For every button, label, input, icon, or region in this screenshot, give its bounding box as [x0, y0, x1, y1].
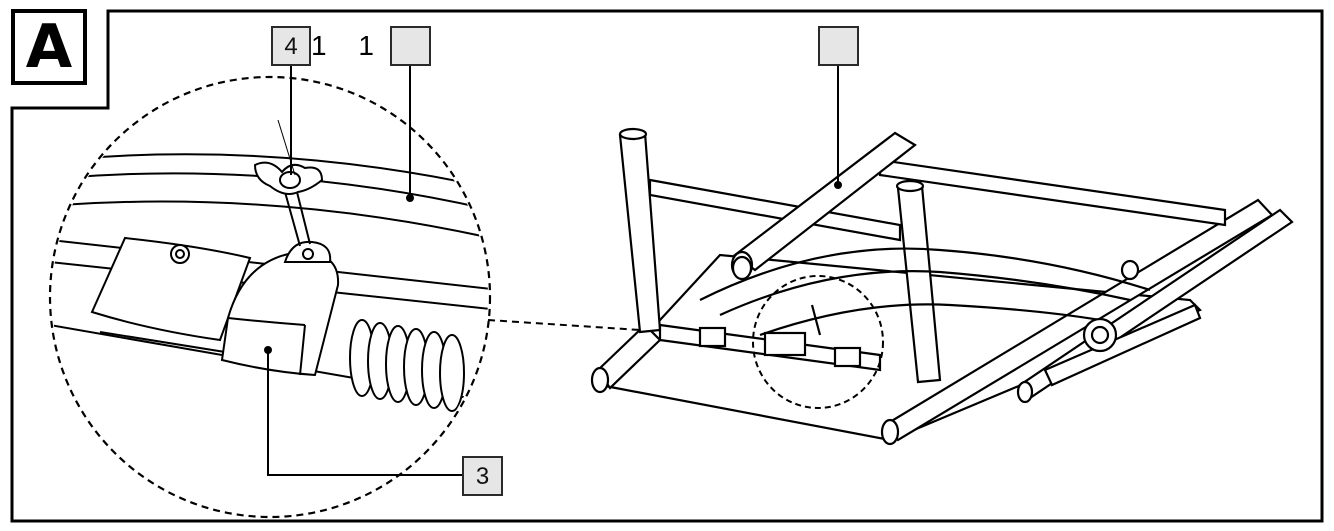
bolt-axis	[277, 119, 296, 176]
bolt-hole-inner	[175, 249, 185, 259]
clamp-plate-edge	[99, 331, 226, 353]
spring-coils	[349, 319, 465, 412]
sleeve-body	[220, 250, 340, 377]
callout-frame-bar	[818, 26, 859, 66]
leader-dot	[264, 346, 272, 354]
frame-assembly	[590, 127, 1294, 446]
leg-cap	[618, 127, 648, 141]
foot	[731, 255, 753, 281]
leader-lines	[264, 63, 842, 476]
leader-dot	[406, 194, 414, 202]
detail-circle	[48, 75, 492, 519]
figure-border	[10, 9, 1324, 523]
inner-curve	[699, 247, 1151, 301]
stray-text: 1 1	[311, 30, 386, 61]
inner-curve	[759, 303, 1101, 337]
bolt-head-inner	[1090, 325, 1110, 345]
rear-bracket	[1043, 303, 1202, 387]
detail-view	[48, 75, 641, 519]
section-letter: A	[11, 9, 87, 85]
upper-tube-edge	[59, 153, 488, 191]
callout-3: 3	[462, 456, 503, 496]
detail-region-marker	[752, 275, 884, 409]
detail-leader	[487, 319, 641, 331]
ear-hole	[302, 248, 314, 260]
front-leg	[618, 131, 662, 334]
bolt-hole	[170, 244, 190, 264]
leader-dot	[834, 181, 842, 189]
clamp-wing	[810, 304, 822, 336]
sleeve-front	[227, 317, 306, 326]
tube-end	[880, 418, 900, 446]
sleeve-ear	[283, 240, 332, 263]
top-rear-bar	[878, 158, 1227, 227]
clamp-plate	[90, 236, 252, 342]
bolt-shaft	[284, 187, 311, 247]
leg-cap	[895, 179, 925, 193]
sleeve-front	[299, 324, 306, 376]
spring-fitting	[698, 326, 727, 348]
inner-curve	[719, 270, 1131, 317]
tube-end	[590, 366, 610, 394]
callout-4: 4	[271, 26, 311, 66]
leader-3	[267, 350, 463, 476]
callout-detail-tube	[390, 26, 431, 66]
tube-end	[1016, 380, 1034, 404]
clamp-block	[763, 331, 807, 357]
spring-fitting	[833, 346, 862, 368]
upper-tube-edge	[59, 200, 488, 241]
foot	[1120, 259, 1140, 281]
